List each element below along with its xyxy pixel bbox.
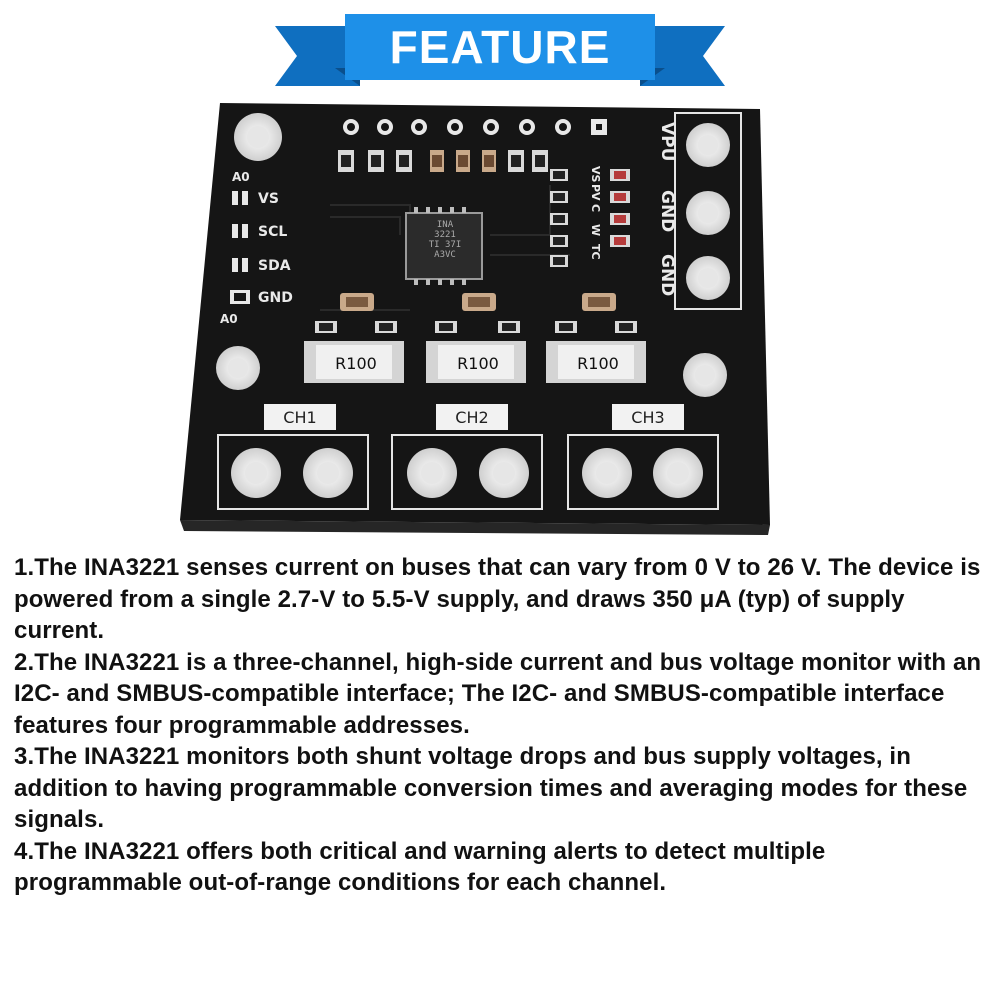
led-label-c: C: [589, 204, 602, 213]
chip-marking: INA 3221 TI 37I A3VC: [410, 220, 480, 260]
label-gnd-right-2: GND: [657, 254, 677, 297]
chip-marking-line: 3221: [434, 230, 456, 240]
led-label-vs: VS: [589, 166, 602, 183]
chip-marking-line: TI 37I: [428, 240, 462, 250]
channel-label-ch1: CH1: [264, 404, 336, 430]
led-label-w: W: [589, 224, 602, 237]
label-vpu: VPU: [657, 122, 677, 162]
shunt-resistor-label-2: R100: [457, 354, 499, 373]
feature-item-4: 4.The INA3221 offers both critical and w…: [14, 837, 826, 897]
feature-list: 1.The INA3221 senses current on buses th…: [14, 552, 992, 899]
led-label-tc: TC: [589, 244, 602, 260]
label-gnd-right-1: GND: [657, 190, 677, 233]
label-a0-top: A0: [232, 170, 250, 184]
shunt-resistor-label-1: R100: [335, 354, 377, 373]
feature-item-3: 3.The INA3221 monitors both shunt voltag…: [14, 743, 968, 833]
chip-marking-line: A3VC: [434, 250, 456, 260]
label-scl: SCL: [258, 224, 288, 240]
channel-label-ch3: CH3: [612, 404, 684, 430]
label-gnd-left: GND: [258, 290, 293, 306]
feature-item-1: 1.The INA3221 senses current on buses th…: [14, 554, 981, 644]
feature-item-2: 2.The INA3221 is a three-channel, high-s…: [14, 648, 982, 739]
ina3221-board: [180, 103, 770, 535]
label-sda: SDA: [258, 258, 291, 274]
shunt-resistor-label-3: R100: [577, 354, 619, 373]
label-a0-bottom: A0: [220, 312, 238, 326]
banner-title: FEATURE: [389, 21, 611, 73]
label-vs: VS: [258, 191, 279, 207]
led-label-pv: PV: [589, 184, 602, 201]
feature-banner: [275, 14, 725, 86]
chip-marking-line: INA: [436, 220, 454, 230]
channel-label-ch2: CH2: [436, 404, 508, 430]
